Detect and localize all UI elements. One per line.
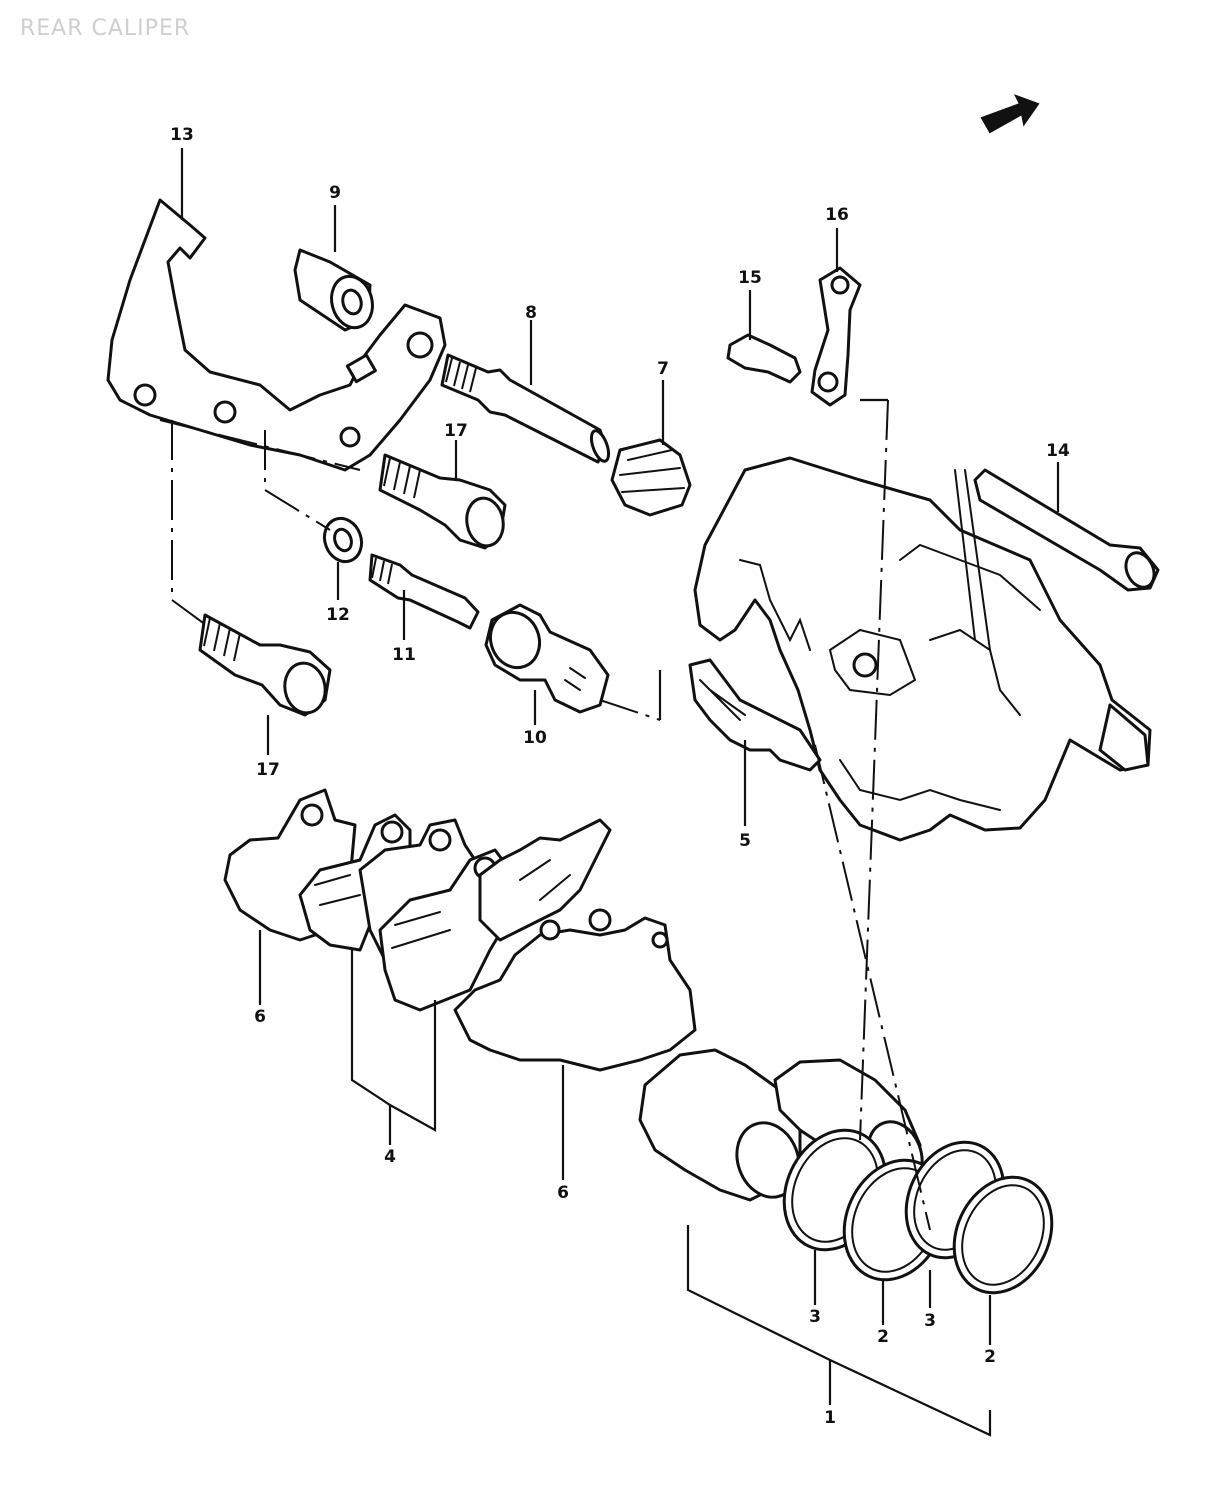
slide-pin-small (368, 553, 480, 630)
callout-11: 11 (392, 645, 416, 665)
callout-labels: 13 9 16 15 8 7 17 14 12 11 10 17 5 6 4 6… (170, 125, 1070, 1428)
callout-13: 13 (170, 125, 194, 145)
callout-16: 16 (825, 205, 849, 225)
bleeder-valve (726, 333, 802, 384)
caliper-pin (440, 353, 611, 464)
callout-6-lower: 6 (557, 1183, 569, 1203)
callout-15: 15 (738, 268, 762, 288)
front-direction-arrow-icon (980, 94, 1040, 134)
bolt-upper (378, 453, 507, 550)
callout-3-right: 3 (924, 1311, 936, 1331)
callout-14: 14 (1046, 441, 1070, 461)
piston-front (638, 1048, 802, 1202)
callout-3-left: 3 (809, 1307, 821, 1327)
sleeve (293, 248, 374, 332)
sleeve-pin (484, 603, 610, 714)
callout-6-upper: 6 (254, 1007, 266, 1027)
callout-17-lower: 17 (256, 760, 280, 780)
bleeder-cap (810, 266, 862, 407)
callout-5: 5 (739, 831, 751, 851)
callout-2-right: 2 (984, 1347, 996, 1367)
callout-7: 7 (657, 359, 669, 379)
callout-8: 8 (525, 303, 537, 323)
callout-12: 12 (326, 605, 350, 625)
callout-4: 4 (384, 1147, 396, 1167)
callout-17-upper: 17 (444, 421, 468, 441)
leader-lines (159, 148, 1060, 1437)
callout-10: 10 (523, 728, 547, 748)
washer (322, 516, 364, 564)
callout-1: 1 (824, 1408, 836, 1428)
bolt-lower (198, 613, 332, 717)
dust-seal-rear (952, 1175, 1054, 1295)
caliper-body (693, 456, 1152, 842)
callout-9: 9 (329, 183, 341, 203)
long-pin (973, 468, 1160, 592)
diagram-title: REAR CALIPER (20, 16, 191, 41)
pin-boot (610, 438, 692, 517)
brake-pads (223, 788, 697, 1072)
pad-spring (688, 658, 822, 772)
callout-2-left: 2 (877, 1327, 889, 1347)
caliper-bracket (106, 198, 447, 472)
